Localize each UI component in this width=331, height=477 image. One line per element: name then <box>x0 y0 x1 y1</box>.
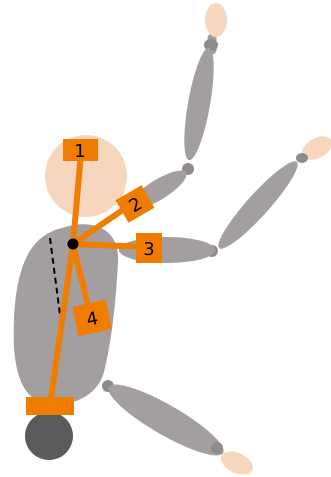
upper-arm <box>125 3 227 216</box>
label-1-text: 1 <box>74 141 85 162</box>
label-1: 1 <box>63 139 98 162</box>
base-bar <box>26 397 74 415</box>
upper-hand <box>205 3 227 37</box>
label-3-text: 3 <box>143 239 154 260</box>
label-3: 3 <box>136 233 162 263</box>
legs <box>101 374 256 477</box>
weight <box>25 412 73 460</box>
pivot-point <box>68 239 79 250</box>
